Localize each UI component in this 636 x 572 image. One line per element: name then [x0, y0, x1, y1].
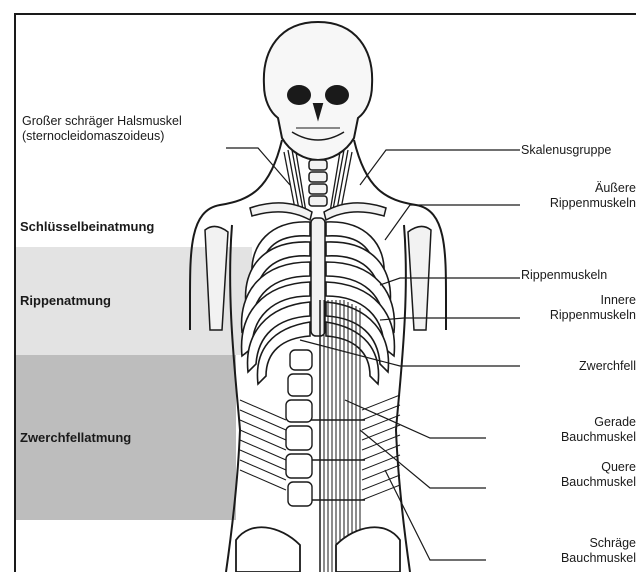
- label-transverse-line1: Quere: [516, 460, 636, 475]
- label-diaphragm: Zwerchfell: [516, 359, 636, 374]
- zone-rib-breathing: Rippenatmung: [20, 293, 111, 308]
- label-oblique-line2: Bauchmuskel: [516, 551, 636, 566]
- label-rectus-line2: Bauchmuskel: [516, 430, 636, 445]
- label-internal-line1: Innere: [516, 293, 636, 308]
- zone-clavicular-breathing: Schlüsselbeinatmung: [20, 219, 154, 234]
- label-external-intercostals: Äußere Rippenmuskeln: [516, 181, 636, 211]
- label-oblique-abdominis: Schräge Bauchmuskel: [516, 536, 636, 566]
- label-internal-line2: Rippenmuskeln: [516, 308, 636, 323]
- label-transverse-abdominis: Quere Bauchmuskel: [516, 460, 636, 490]
- label-external-line2: Rippenmuskeln: [516, 196, 636, 211]
- label-rectus-line1: Gerade: [516, 415, 636, 430]
- sternum: [311, 218, 325, 336]
- label-sternocleidomastoid-line2: (sternocleidomaszoideus): [22, 129, 182, 144]
- label-external-line1: Äußere: [516, 181, 636, 196]
- label-sternocleidomastoid: Großer schräger Halsmuskel (sternocleido…: [22, 114, 182, 144]
- label-scalene-group: Skalenusgruppe: [521, 143, 636, 158]
- skull: [264, 22, 372, 160]
- pelvis: [236, 527, 400, 572]
- label-rectus-abdominis: Gerade Bauchmuskel: [516, 415, 636, 445]
- lumbar-spine: [286, 350, 312, 506]
- cervical-spine: [309, 160, 327, 206]
- label-transverse-line2: Bauchmuskel: [516, 475, 636, 490]
- label-oblique-line1: Schräge: [516, 536, 636, 551]
- label-sternocleidomastoid-line1: Großer schräger Halsmuskel: [22, 114, 182, 129]
- zone-diaphragm-breathing: Zwerchfellatmung: [20, 430, 131, 445]
- label-internal-intercostals: Innere Rippenmuskeln: [516, 293, 636, 323]
- label-intercostals: Rippenmuskeln: [521, 268, 636, 283]
